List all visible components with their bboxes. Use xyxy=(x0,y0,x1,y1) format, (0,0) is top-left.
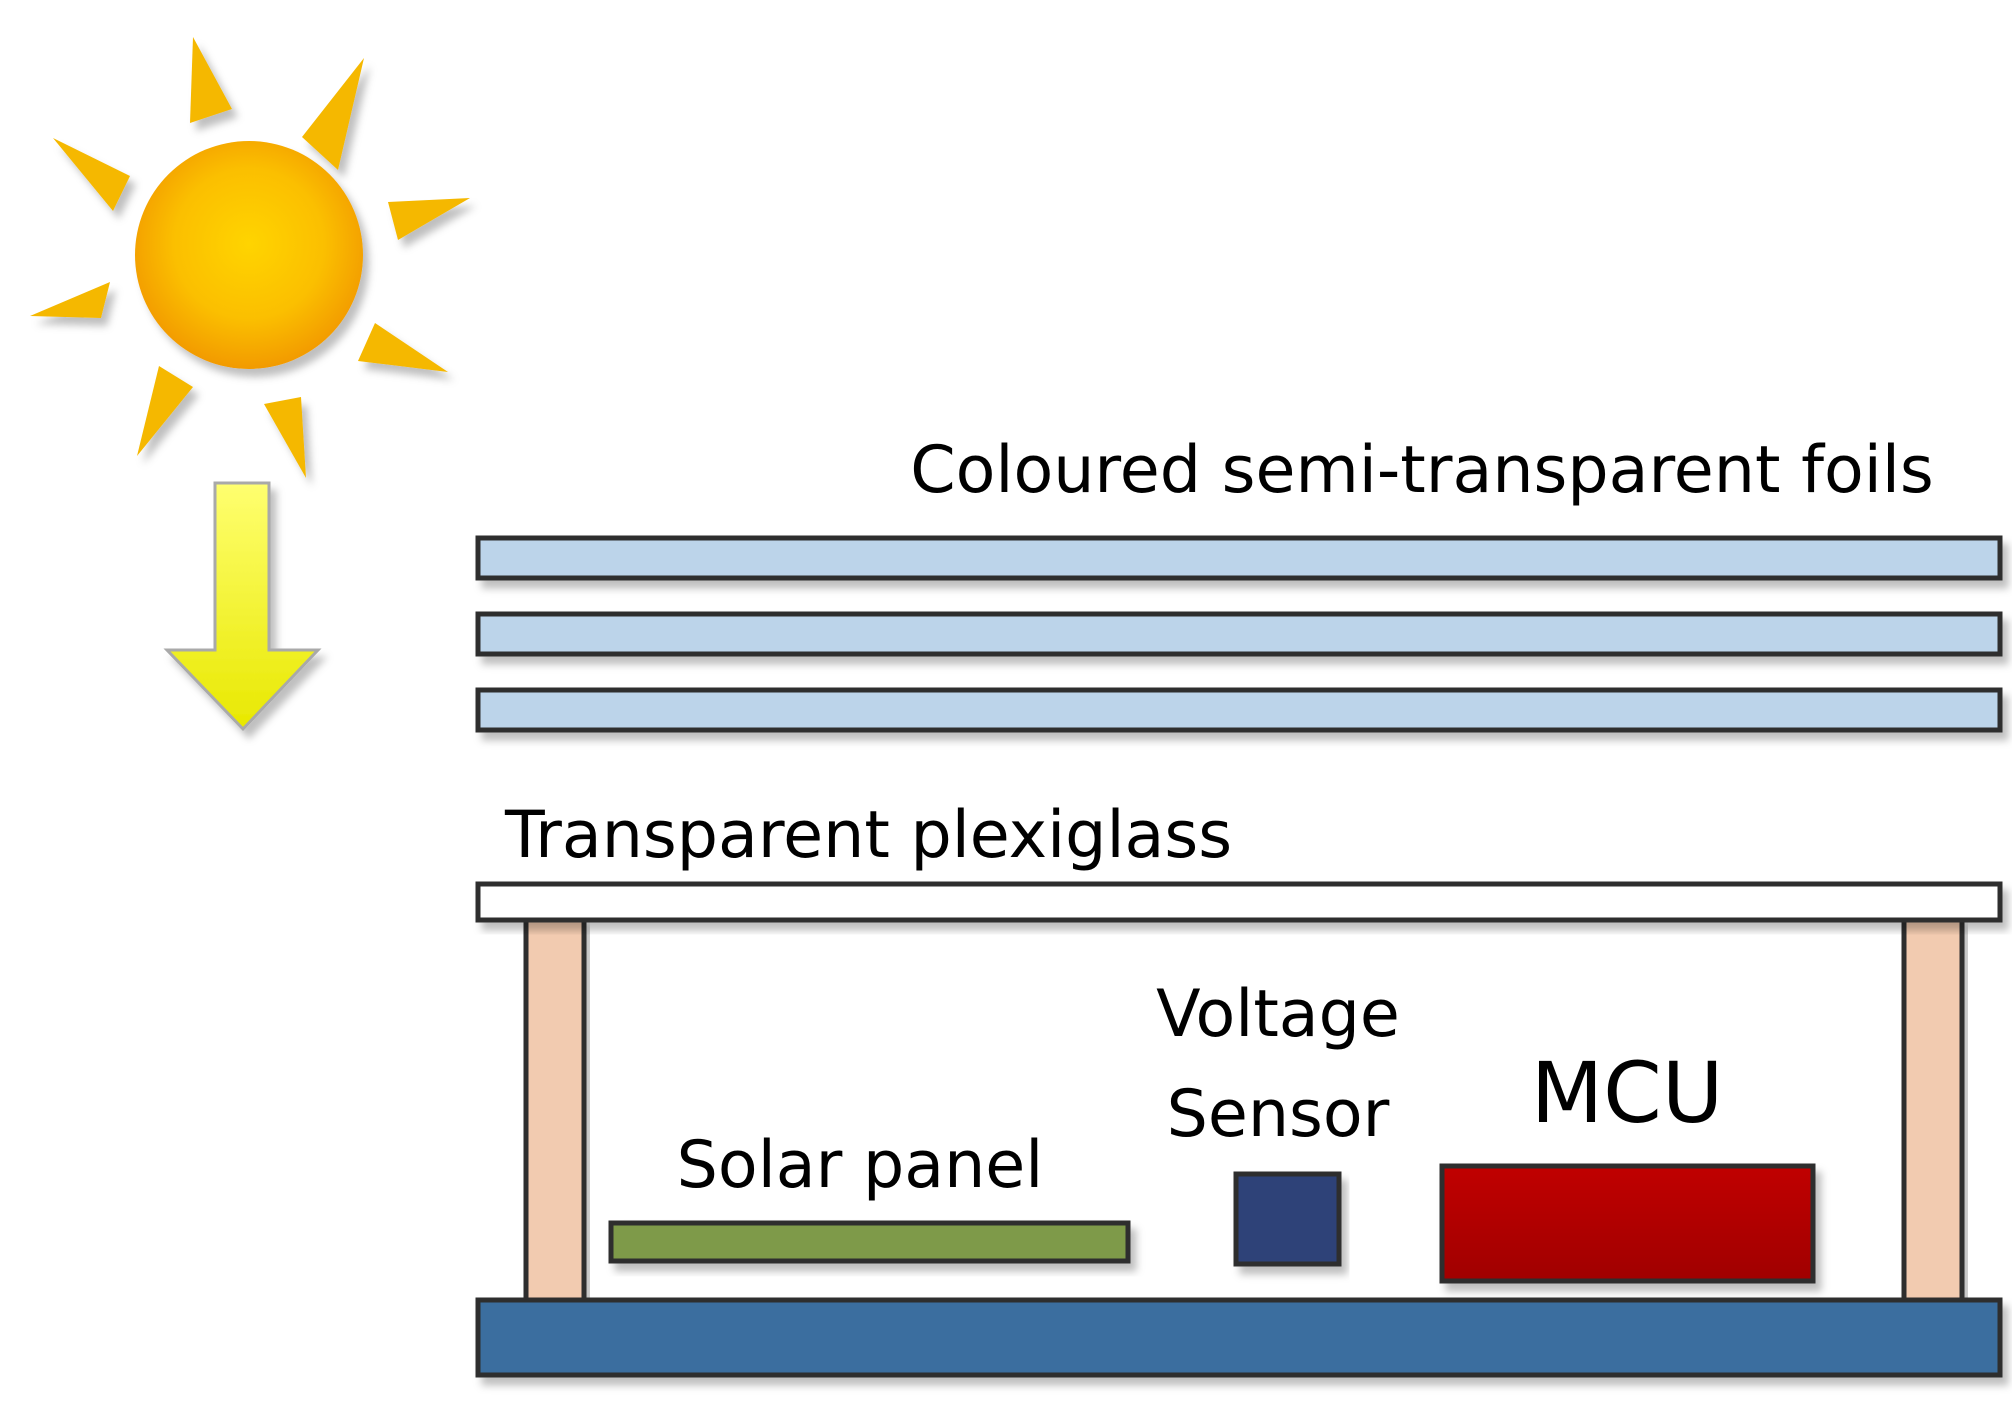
solar-panel xyxy=(608,1220,1131,1264)
foil-2 xyxy=(475,611,2003,657)
sunlight-down-arrow-icon xyxy=(163,481,322,732)
voltage-sensor-label-line2: Sensor xyxy=(1167,1077,1390,1152)
plexiglass-sheet xyxy=(475,881,2003,923)
foils-label: Coloured semi-transparent foils xyxy=(910,433,1934,508)
foil-layers xyxy=(475,535,2003,733)
mcu-label: MCU xyxy=(1531,1044,1724,1142)
right-pillar xyxy=(1901,917,1965,1303)
sun-icon xyxy=(30,37,470,478)
sun-core xyxy=(135,141,363,369)
mcu-board xyxy=(1439,1163,1816,1284)
foil-1 xyxy=(475,535,2003,581)
foil-3 xyxy=(475,687,2003,733)
solar-panel-label: Solar panel xyxy=(677,1128,1044,1203)
base-board xyxy=(475,1297,2003,1378)
plexiglass-label: Transparent plexiglass xyxy=(504,798,1232,873)
voltage-sensor xyxy=(1233,1171,1342,1267)
left-pillar xyxy=(523,917,587,1303)
sun-rays xyxy=(30,37,470,478)
voltage-sensor-label-line1: Voltage xyxy=(1156,977,1400,1052)
